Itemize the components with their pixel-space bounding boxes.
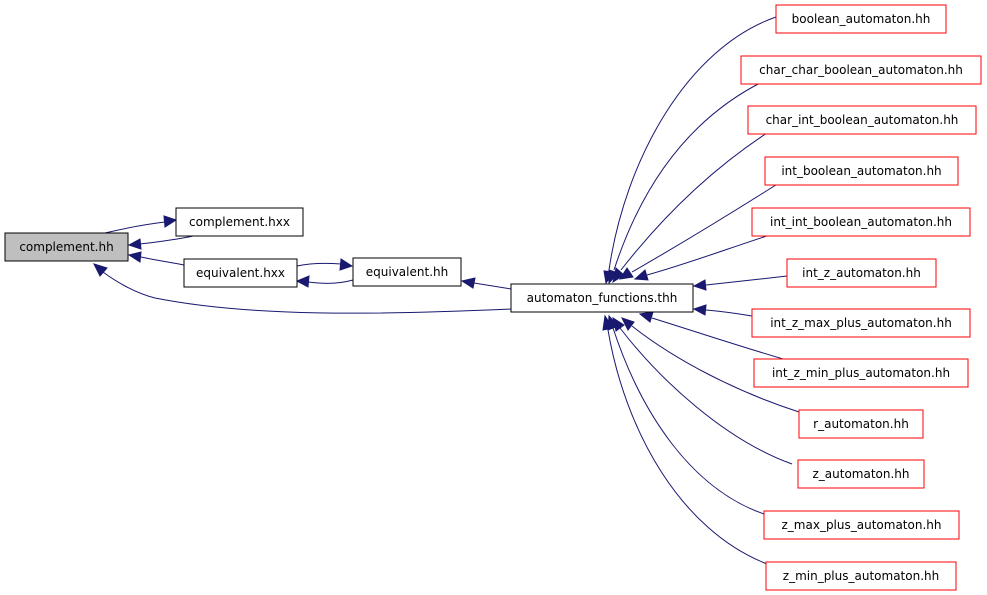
edge-r-automaton-to-automaton-functions <box>621 317 800 413</box>
node-complement-hxx[interactable]: complement.hxx <box>175 207 304 237</box>
node-z-max-plus-automaton-hh[interactable]: z_max_plus_automaton.hh <box>763 510 960 540</box>
edge-z-automaton-to-automaton-functions <box>612 316 793 465</box>
edge-z-min-plus-automaton-to-automaton-functions <box>602 314 768 565</box>
node-label: automaton_functions.thh <box>527 291 678 305</box>
node-label: int_boolean_automaton.hh <box>781 164 941 178</box>
edge-char-int-boolean-automaton-to-automaton-functions <box>612 130 771 284</box>
edge-equivalent-hxx-to-complement-hh <box>127 251 185 266</box>
edge-complement-hxx-to-complement-hh <box>127 235 194 250</box>
node-z-min-plus-automaton-hh[interactable]: z_min_plus_automaton.hh <box>765 561 957 591</box>
edge-int-int-boolean-automaton-to-automaton-functions <box>633 232 777 281</box>
edge-equivalent-hxx-to-equivalent-hh <box>296 258 354 271</box>
node-label: int_int_boolean_automaton.hh <box>770 215 952 229</box>
node-label: z_min_plus_automaton.hh <box>783 569 939 583</box>
edge-int-boolean-automaton-to-automaton-functions <box>618 182 780 280</box>
node-label: char_int_boolean_automaton.hh <box>766 113 959 127</box>
node-label: boolean_automaton.hh <box>792 12 931 26</box>
node-label: int_z_automaton.hh <box>802 266 921 280</box>
edge-int-z-max-plus-automaton-to-automaton-functions <box>692 304 753 317</box>
node-char-char-boolean-automaton-hh[interactable]: char_char_boolean_automaton.hh <box>740 55 982 85</box>
edge-automaton-functions-to-complement-hh <box>93 263 512 314</box>
node-equivalent-hxx[interactable]: equivalent.hxx <box>183 258 298 288</box>
node-complement-hh[interactable]: complement.hh <box>4 232 129 262</box>
node-label: equivalent.hh <box>366 265 448 279</box>
node-int-int-boolean-automaton-hh[interactable]: int_int_boolean_automaton.hh <box>751 207 971 237</box>
node-label: z_automaton.hh <box>812 467 909 481</box>
edge-automaton-functions-to-equivalent-hh <box>460 277 512 290</box>
edge-complement-hh-to-complement-hxx <box>104 215 178 234</box>
node-r-automaton-hh[interactable]: r_automaton.hh <box>798 409 924 439</box>
node-label: char_char_boolean_automaton.hh <box>759 63 963 77</box>
node-label: r_automaton.hh <box>813 417 909 431</box>
node-equivalent-hh[interactable]: equivalent.hh <box>352 257 462 287</box>
edge-int-z-min-plus-automaton-to-automaton-functions <box>638 311 791 362</box>
node-int-z-automaton-hh[interactable]: int_z_automaton.hh <box>786 258 937 288</box>
node-z-automaton-hh[interactable]: z_automaton.hh <box>797 459 925 489</box>
node-label: equivalent.hxx <box>196 266 285 280</box>
edge-equivalent-hh-to-equivalent-hxx <box>295 275 354 288</box>
node-int-z-min-plus-automaton-hh[interactable]: int_z_min_plus_automaton.hh <box>753 358 969 388</box>
node-automaton-functions-thh[interactable]: automaton_functions.thh <box>510 283 694 313</box>
node-label: complement.hh <box>19 240 113 254</box>
node-int-boolean-automaton-hh[interactable]: int_boolean_automaton.hh <box>764 156 959 186</box>
node-label: int_z_min_plus_automaton.hh <box>772 366 950 380</box>
node-label: int_z_max_plus_automaton.hh <box>770 316 952 330</box>
node-int-z-max-plus-automaton-hh[interactable]: int_z_max_plus_automaton.hh <box>751 308 971 338</box>
node-label: z_max_plus_automaton.hh <box>782 518 942 532</box>
node-label: complement.hxx <box>189 215 290 229</box>
node-char-int-boolean-automaton-hh[interactable]: char_int_boolean_automaton.hh <box>747 105 977 135</box>
edge-int-z-automaton-to-automaton-functions <box>692 275 788 291</box>
node-boolean-automaton-hh[interactable]: boolean_automaton.hh <box>775 4 947 34</box>
